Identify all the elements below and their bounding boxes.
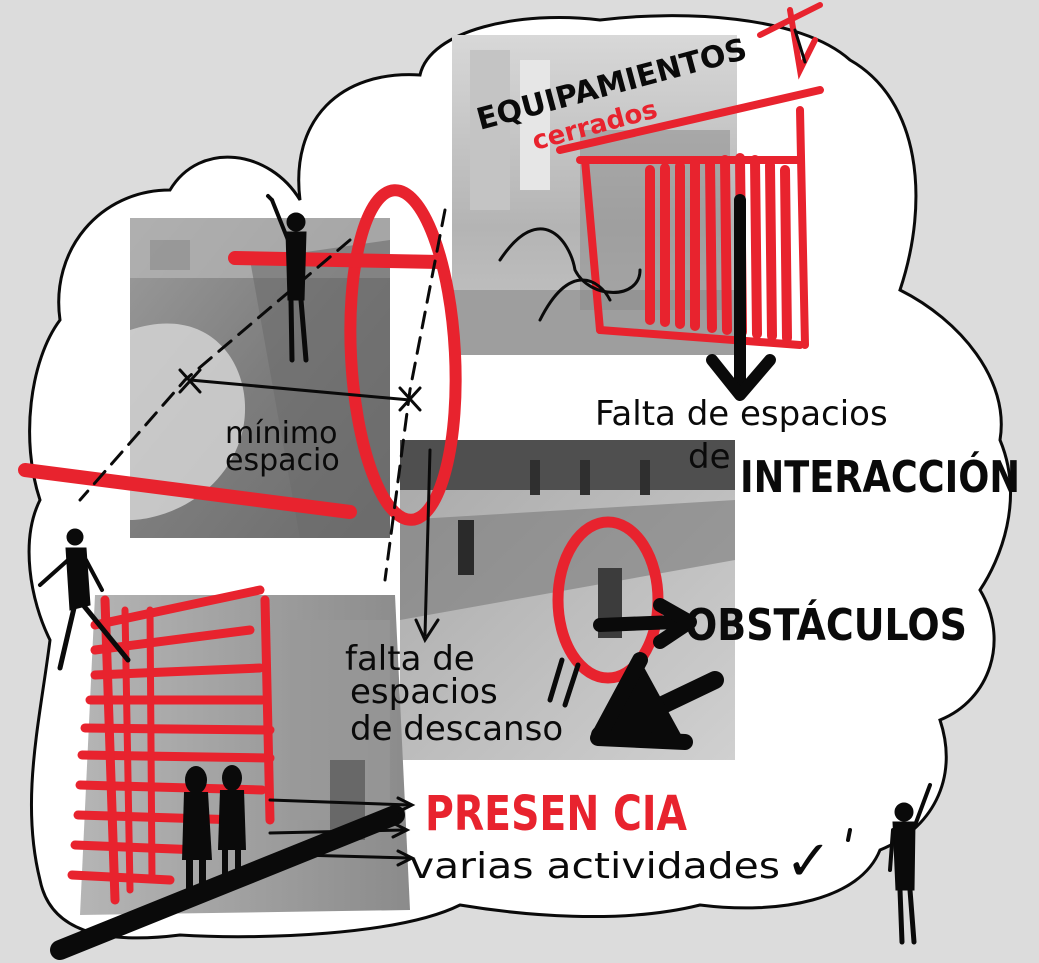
red-hatching-facade xyxy=(556,2,824,349)
label-interaccion: INTERACCIÓN xyxy=(740,450,1020,503)
label-minimo: mínimo xyxy=(225,416,338,451)
figure-person-top xyxy=(266,194,309,363)
figure-people-walking xyxy=(182,765,246,892)
label-falta-espacios: Falta de espacios xyxy=(595,394,888,434)
red-oval-narrow-sidewalk xyxy=(344,184,462,526)
figure-person-left xyxy=(38,528,131,671)
label-presencia: PRESEN CIA xyxy=(425,786,687,842)
red-sidewalk-lines xyxy=(18,251,447,519)
figure-person-right xyxy=(888,783,932,945)
label-de: de xyxy=(688,437,731,477)
label-varias-actividades: varias actividades xyxy=(410,846,780,887)
label-de-descanso: de descanso xyxy=(350,709,563,749)
label-espacio: espacio xyxy=(225,443,340,478)
check-mark-icon: ✓ xyxy=(785,829,832,894)
label-falta-de: falta de xyxy=(345,639,475,679)
label-espacios: espacios xyxy=(350,672,498,712)
label-obstaculos: OBSTÁCULOS xyxy=(685,598,967,651)
